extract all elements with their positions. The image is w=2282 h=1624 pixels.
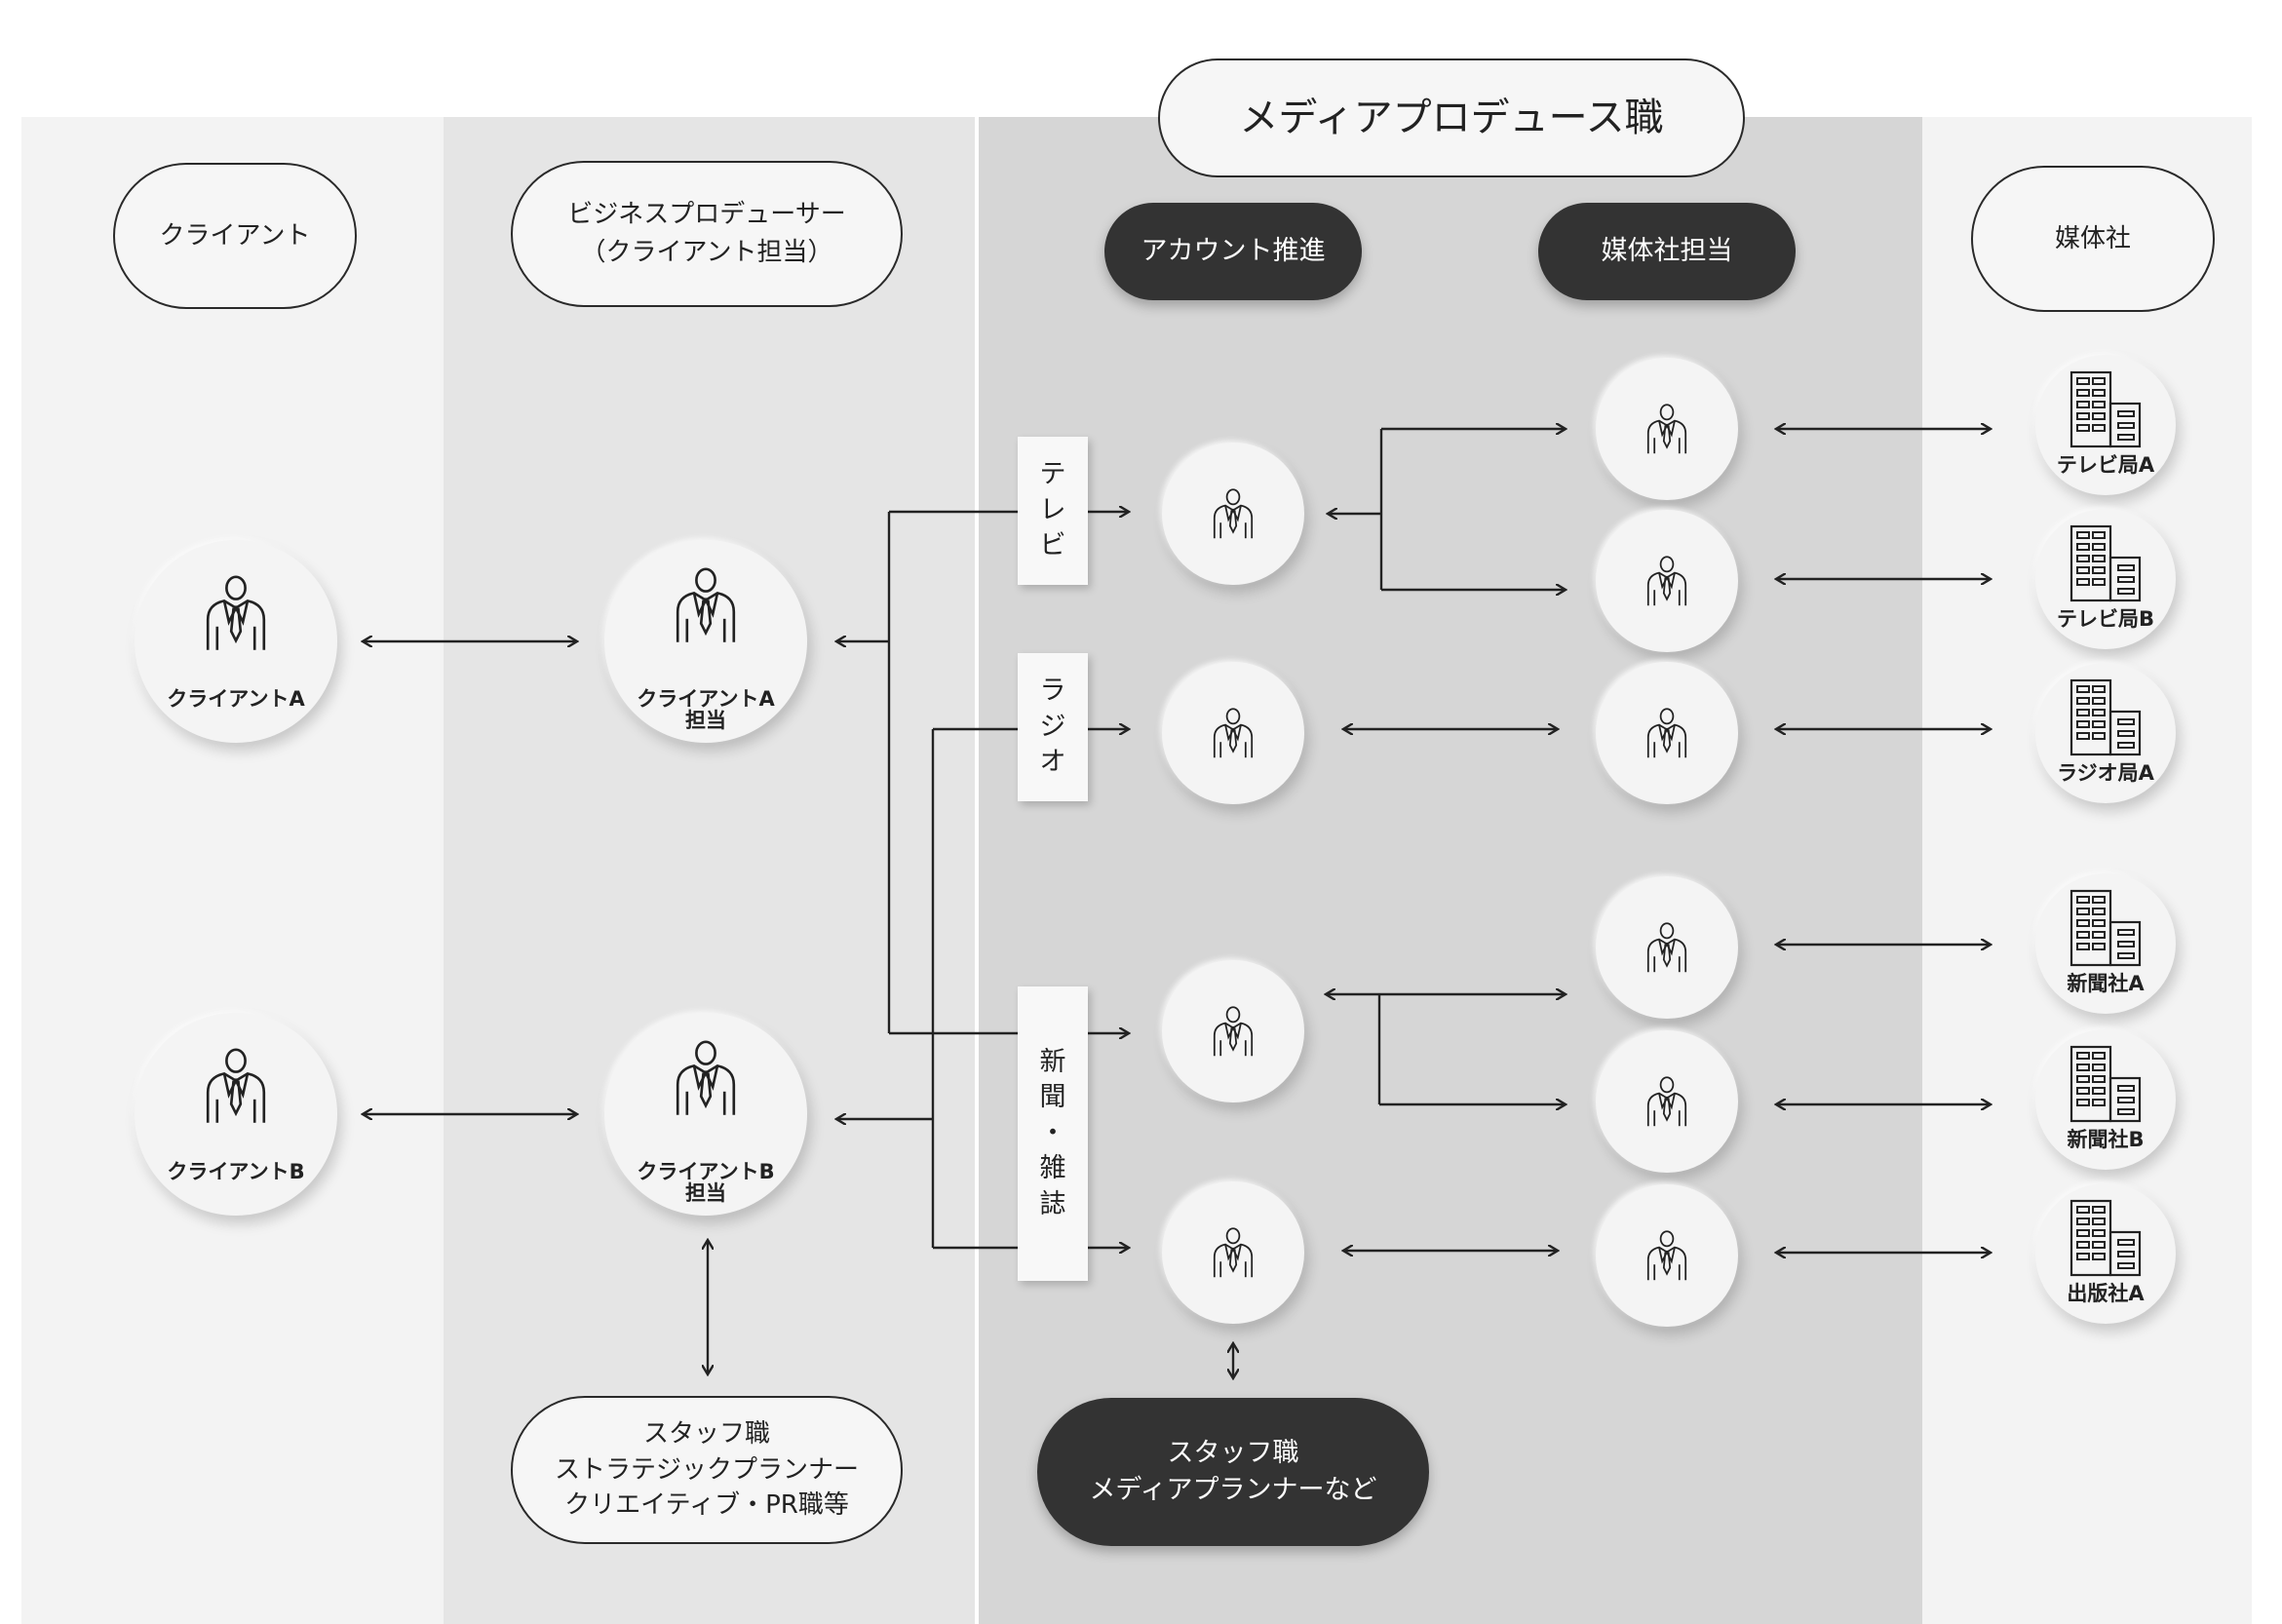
media-type-tv: テ レ ビ — [1018, 437, 1088, 585]
rep-tv-b-node — [1596, 510, 1738, 652]
media-produce-title: メディアプロデュース職 — [1158, 58, 1745, 177]
building-icon — [2068, 678, 2144, 760]
rep-publisher-a-node — [1596, 1184, 1738, 1327]
client-b-node: クライアントB — [135, 1013, 337, 1216]
person-icon — [1644, 555, 1690, 611]
node-label: テレビ局B — [2056, 607, 2154, 631]
person-icon — [201, 575, 271, 656]
person-icon — [1210, 487, 1257, 544]
person-icon — [1210, 707, 1257, 763]
media-rep-column-header: 媒体社担当 — [1538, 203, 1796, 300]
node-label: クライアントB — [167, 1160, 305, 1183]
person-icon — [1644, 1075, 1690, 1132]
node-label: テレビ局A — [2056, 453, 2155, 477]
media-type-radio: ラ ジ オ — [1018, 653, 1088, 801]
rep-press-b-node — [1596, 1030, 1738, 1173]
client-column-bg — [21, 117, 444, 1624]
outlet-press-b-node: 新聞社B — [2035, 1029, 2176, 1170]
person-icon — [1644, 403, 1690, 459]
node-label: 新聞社B — [2067, 1128, 2145, 1151]
account-magazine-node — [1162, 1181, 1304, 1324]
person-icon — [671, 1040, 741, 1121]
node-label: クライアントA 担当 — [637, 687, 775, 733]
rep-radio-a-node — [1596, 662, 1738, 804]
media-produce-column-bg — [979, 117, 1922, 1624]
person-icon — [1644, 707, 1690, 763]
person-icon — [671, 567, 741, 648]
outlet-publisher-a-node: 出版社A — [2035, 1183, 2176, 1324]
person-icon — [1210, 1005, 1257, 1062]
manager-b-node: クライアントB 担当 — [604, 1013, 807, 1216]
outlet-press-a-node: 新聞社A — [2035, 873, 2176, 1014]
outlet-tv-a-node: テレビ局A — [2035, 355, 2176, 495]
media-type-press: 新 聞 ・ 雑 誌 — [1018, 986, 1088, 1281]
person-icon — [1644, 921, 1690, 978]
building-icon — [2068, 524, 2144, 606]
person-icon — [1210, 1226, 1257, 1283]
client-a-node: クライアントA — [135, 540, 337, 743]
person-icon — [1644, 1229, 1690, 1286]
node-label: 出版社A — [2067, 1282, 2145, 1305]
outlet-tv-b-node: テレビ局B — [2035, 509, 2176, 649]
rep-tv-a-node — [1596, 358, 1738, 500]
client-column-header: クライアント — [113, 163, 357, 309]
person-icon — [201, 1048, 271, 1129]
rep-press-a-node — [1596, 876, 1738, 1019]
building-icon — [2068, 889, 2144, 971]
node-label: 新聞社A — [2067, 972, 2145, 995]
building-icon — [2068, 1045, 2144, 1127]
node-label: クライアントB 担当 — [637, 1160, 775, 1206]
account-column-header: アカウント推進 — [1104, 203, 1362, 300]
biz-staff-box: スタッフ職 ストラテジックプランナー クリエイティブ・PR職等 — [511, 1396, 903, 1544]
account-tv-node — [1162, 443, 1304, 585]
outlet-radio-a-node: ラジオ局A — [2035, 663, 2176, 803]
building-icon — [2068, 370, 2144, 452]
manager-a-node: クライアントA 担当 — [604, 540, 807, 743]
bizprod-column-header: ビジネスプロデューサー （クライアント担当） — [511, 161, 903, 307]
building-icon — [2068, 1199, 2144, 1281]
node-label: クライアントA — [167, 687, 305, 711]
media-company-column-header: 媒体社 — [1971, 166, 2215, 312]
account-press-node — [1162, 960, 1304, 1102]
account-radio-node — [1162, 662, 1304, 804]
node-label: ラジオ局A — [2057, 761, 2154, 785]
media-staff-box: スタッフ職 メディアプランナーなど — [1037, 1398, 1429, 1546]
